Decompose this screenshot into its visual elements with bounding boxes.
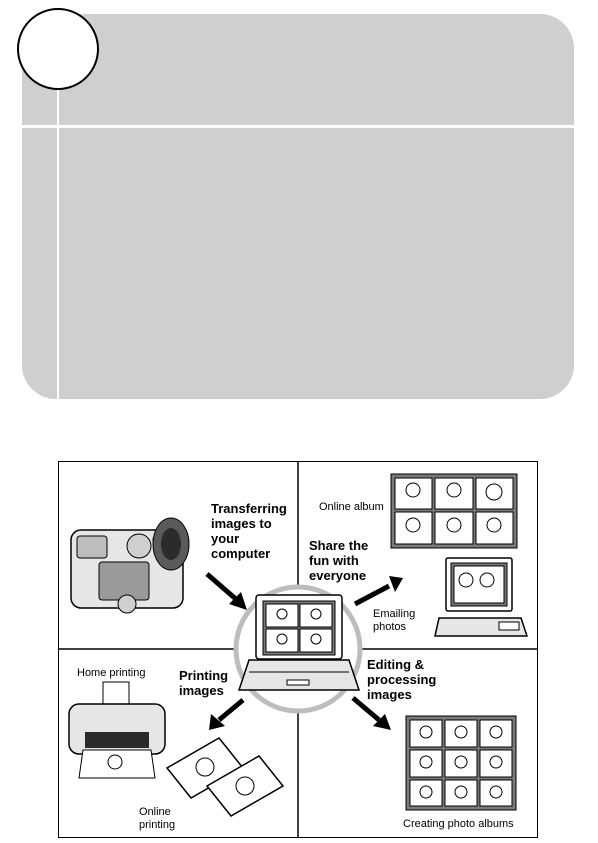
emailing-caption: Emailing photos: [373, 608, 416, 633]
desktop-computer-icon: [434, 557, 529, 637]
camera-icon: [70, 517, 190, 614]
transfer-heading: Transferring images to your computer: [211, 501, 287, 561]
arrow-share-icon: [353, 576, 403, 607]
arrow-editing-icon: [351, 696, 391, 730]
online-printing-caption: Online printing: [139, 806, 176, 831]
laptop-icon: [237, 594, 361, 691]
printer-icon: [68, 681, 166, 779]
photo-albums-grid: [405, 715, 517, 811]
chapter-number-circle: [17, 8, 99, 90]
online-album-grid: [390, 473, 518, 549]
figure-illustration: [59, 462, 537, 837]
header-guide-line: [57, 70, 59, 400]
home-printing-caption: Home printing: [77, 667, 146, 679]
arrow-printing-icon: [209, 698, 245, 730]
header-divider: [22, 125, 574, 128]
creating-albums-caption: Creating photo albums: [403, 818, 514, 830]
overview-figure: Transferring images to your computer Sha…: [58, 461, 538, 838]
editing-heading: Editing & processing images: [367, 657, 437, 702]
header-panel: [22, 14, 574, 399]
printing-heading: Printing images: [179, 668, 229, 698]
share-heading: Share the fun with everyone: [309, 538, 369, 583]
arrow-transfer-icon: [205, 572, 247, 610]
printed-photos-icon: [165, 737, 285, 817]
online-album-caption: Online album: [319, 501, 384, 513]
